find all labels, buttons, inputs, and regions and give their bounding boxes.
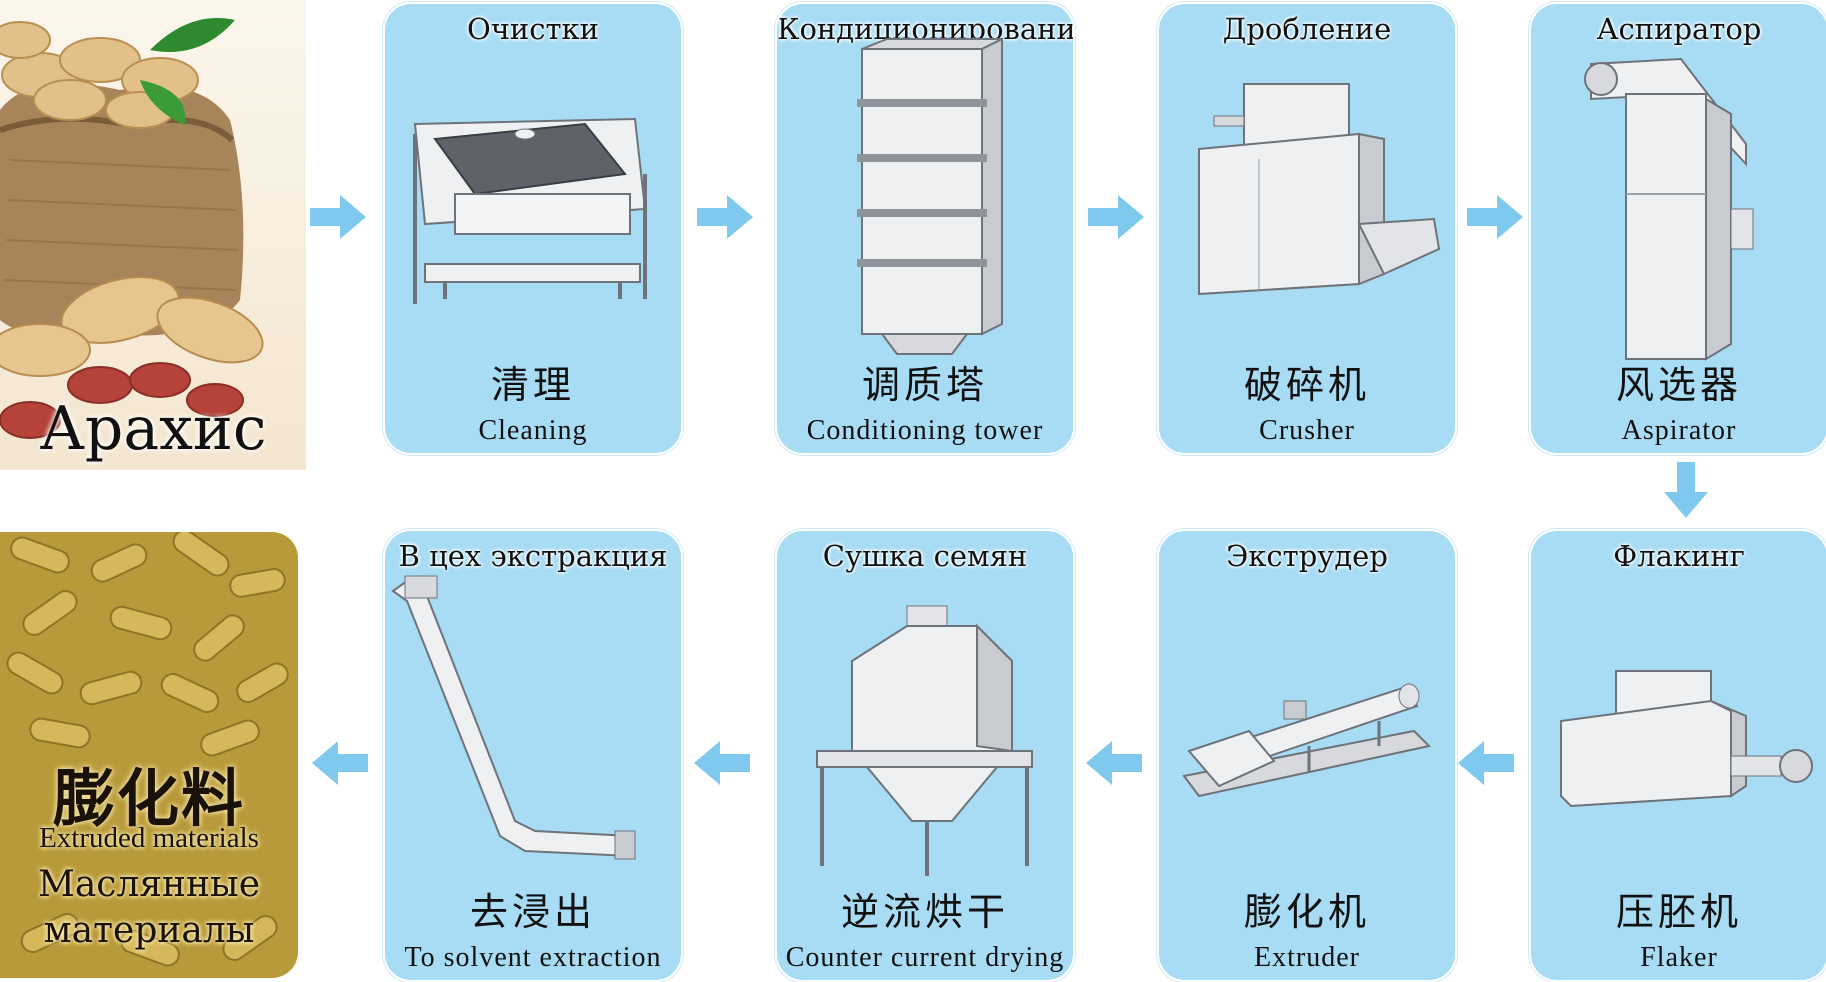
step-cn-label: 清理 xyxy=(490,363,575,407)
start-material-label: Арахис xyxy=(39,394,267,464)
step-en-label: Conditioning tower xyxy=(806,415,1044,446)
step-en-label: Aspirator xyxy=(1621,415,1737,446)
right-arrow-icon xyxy=(1088,195,1144,239)
step-cn-label: 风选器 xyxy=(1615,363,1742,407)
extruder-icon xyxy=(1182,683,1432,798)
step-card-conditioning-tower: Кондиционирование 调质塔 Conditioning tower xyxy=(775,2,1075,455)
step-cn-label: 膨化机 xyxy=(1243,890,1370,934)
extruded-materials-photo: 膨化料 Extruded materials Маслянные материа… xyxy=(0,532,298,978)
step-ru-label: Экструдер xyxy=(1226,539,1388,573)
step-cn-label: 压胚机 xyxy=(1615,890,1742,934)
left-arrow-icon xyxy=(1086,741,1142,785)
step-en-label: Counter current drying xyxy=(785,942,1065,973)
peanut-sack-icon xyxy=(0,18,264,439)
step-card-extruder: Экструдер 膨化机 Extruder xyxy=(1157,529,1457,982)
peanut-photo: Арахис xyxy=(0,0,306,470)
step-ru-label: Флакинг xyxy=(1613,539,1745,573)
step-en-label: Cleaning xyxy=(478,415,588,446)
end-material-cn-label: 膨化料 xyxy=(52,762,245,835)
extruded-pellets-icon xyxy=(6,532,289,967)
step-card-cleaning: Очистки 清理 Cleaning xyxy=(383,2,683,455)
cleaning-sieve-icon xyxy=(413,117,647,304)
step-ru-label: В цех экстракция xyxy=(398,539,668,573)
step-ru-label: Дробление xyxy=(1222,12,1392,46)
step-ru-label: Аспиратор xyxy=(1596,12,1762,46)
step-card-flaker: Флакинг 压胚机 Flaker xyxy=(1529,529,1826,982)
right-arrow-icon xyxy=(697,195,753,239)
step-card-aspirator: Аспиратор 风选器 Aspirator xyxy=(1529,2,1826,455)
down-arrow-icon xyxy=(1664,462,1708,518)
step-cn-label: 去浸出 xyxy=(469,890,596,934)
step-card-to-solvent-extraction: В цех экстракция 去浸出 To solvent extracti… xyxy=(383,529,683,982)
step-en-label: Crusher xyxy=(1259,415,1355,446)
step-card-counter-current-dryer: Сушка семян 逆流烘干 Counter current drying xyxy=(775,529,1075,982)
step-ru-label: Очистки xyxy=(466,12,599,46)
step-cn-label: 逆流烘干 xyxy=(840,890,1009,934)
step-en-label: To solvent extraction xyxy=(404,942,662,973)
left-arrow-icon xyxy=(694,741,750,785)
right-arrow-icon xyxy=(1467,195,1523,239)
chain-conveyor-icon xyxy=(391,575,636,860)
crusher-icon xyxy=(1198,83,1441,296)
step-en-label: Flaker xyxy=(1640,942,1718,973)
step-en-label: Extruder xyxy=(1254,942,1360,973)
aspirator-icon xyxy=(1584,57,1754,361)
flaker-icon xyxy=(1560,670,1813,808)
right-arrow-icon xyxy=(310,195,366,239)
end-material-ru-label: Маслянные материалы xyxy=(37,864,260,951)
conditioning-tower-icon xyxy=(857,37,1003,355)
step-card-crusher: Дробление 破碎机 Crusher xyxy=(1157,2,1457,455)
end-material-en-label: Extruded materials xyxy=(39,822,259,854)
step-cn-label: 调质塔 xyxy=(861,363,988,407)
left-arrow-icon xyxy=(1458,741,1514,785)
counter-current-dryer-icon xyxy=(816,605,1033,876)
step-cn-label: 破碎机 xyxy=(1243,363,1370,407)
left-arrow-icon xyxy=(312,741,368,785)
step-ru-label: Сушка семян xyxy=(822,539,1028,573)
